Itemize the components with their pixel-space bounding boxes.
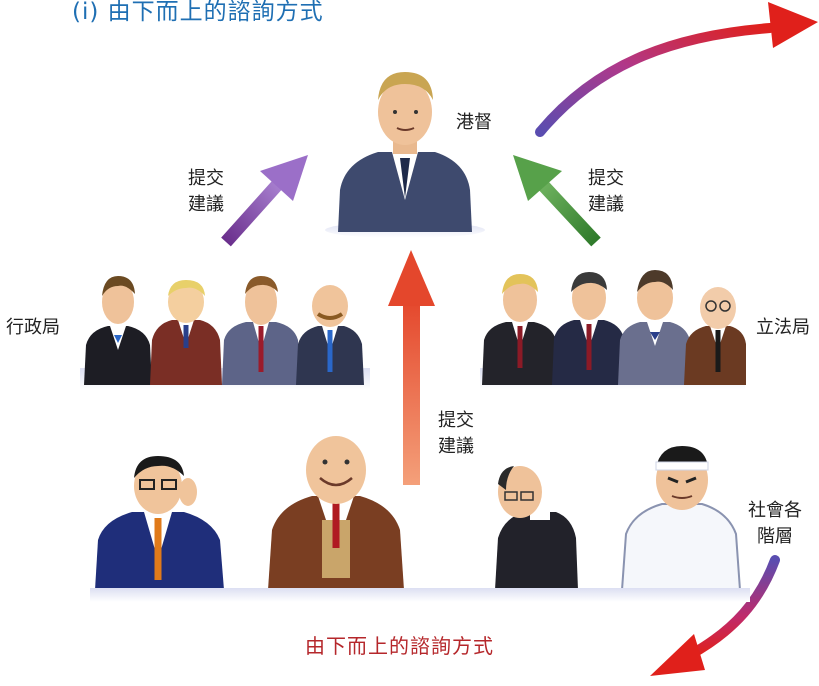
arrow-left-label: 提交 建議 xyxy=(188,168,224,215)
society-label: 社會各 階層 xyxy=(748,500,802,547)
curve-arrow-top-icon xyxy=(535,2,818,137)
governor-label: 港督 xyxy=(456,112,492,133)
caption: 由下而上的諮詢方式 xyxy=(305,634,494,658)
arrow-right-submit-icon xyxy=(513,155,601,247)
arrow-left-submit-icon xyxy=(221,155,308,247)
executive-label: 行政局 xyxy=(6,317,60,338)
heading: (i) 由下而上的諮詢方式 xyxy=(72,0,324,25)
executive-council-figures xyxy=(84,276,364,385)
legislative-label: 立法局 xyxy=(756,317,810,338)
arrow-center-label: 提交 建議 xyxy=(438,410,474,457)
curve-arrow-bottom-icon xyxy=(650,555,780,676)
governor-figure xyxy=(338,72,472,232)
arrow-right-label: 提交 建議 xyxy=(588,168,624,215)
arrow-center-submit-icon xyxy=(388,250,435,485)
society-figures xyxy=(95,436,742,591)
legislative-council-figures xyxy=(482,270,746,385)
society-shadow xyxy=(90,588,750,602)
